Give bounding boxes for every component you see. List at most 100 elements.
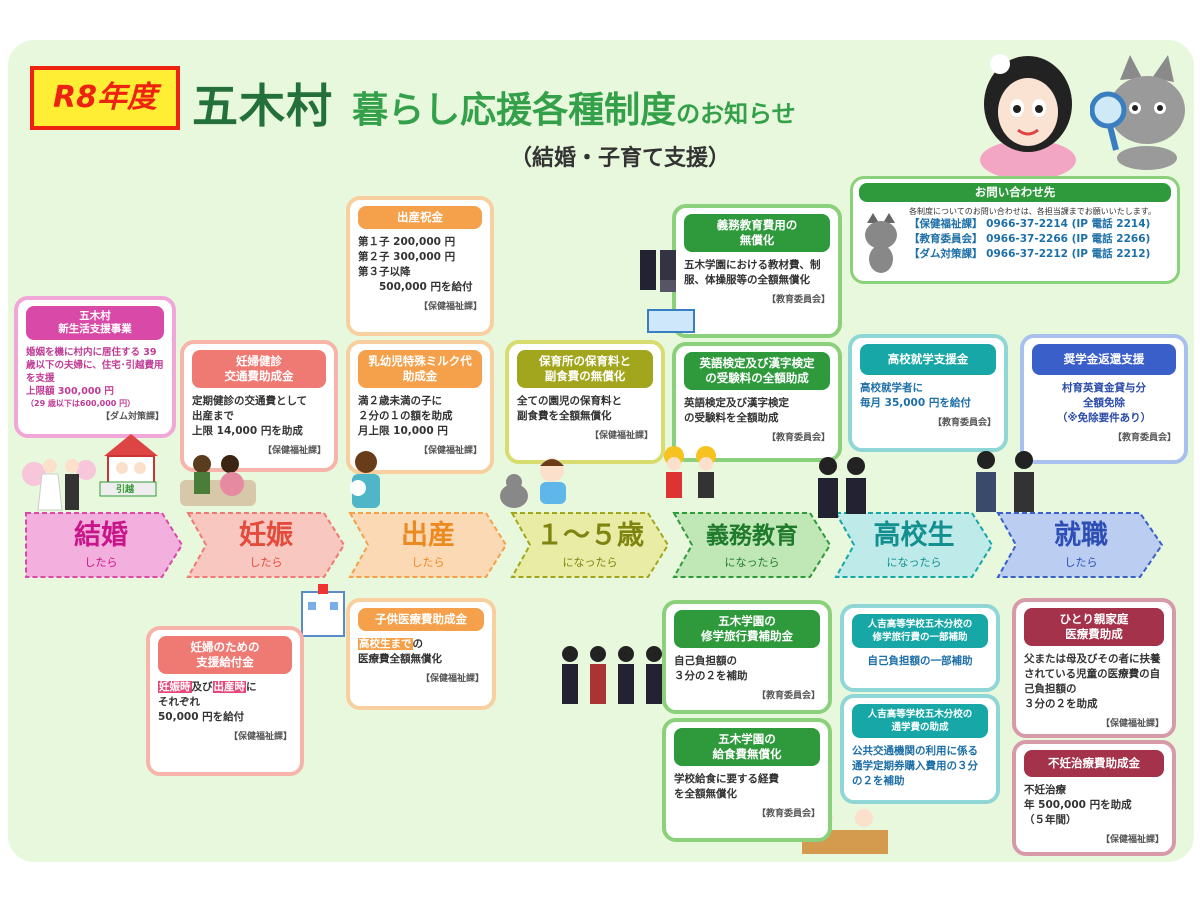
- stage-toddler-label: １～５歳: [536, 520, 644, 551]
- contact-line-1: 【保健福祉課】 0966-37-2214 (IP 電話 2214): [909, 218, 1151, 230]
- card-school-lunch-body: 学校給食に要する経費 を全額無償化: [674, 773, 779, 800]
- stage-highschool-label: 高校生: [873, 520, 955, 551]
- card-birth-gift-dept: 【保健福祉課】: [418, 302, 482, 312]
- card-english-header: 英語検定及び漢字検定 の受験料の全額助成: [684, 352, 830, 390]
- card-child-medical-header: 子供医療費助成金: [358, 608, 484, 631]
- text-tail: に それぞれ 50,000 円を給付: [158, 681, 257, 723]
- card-single-parent-body: 父または母及びその者に扶養されている児童の医療費の自己負担額の ３分の２を助成: [1024, 653, 1161, 710]
- card-pregnant-benefit-dept: 【保健福祉課】: [228, 732, 292, 742]
- year-badge: R8年度: [30, 66, 180, 130]
- card-nursery-body: 全ての園児の保育料と 副食費を全額無償化: [517, 395, 622, 422]
- card-pregnant-benefit-header: 妊婦のための 支援給付金: [158, 636, 292, 674]
- card-pregnancy-exam-header: 妊婦健診 交通費助成金: [192, 350, 326, 388]
- card-scholarship-body: 村育英資金貸与分 全額免除 （※免除要件あり）: [1056, 382, 1152, 424]
- contact-line-2: 【教育委員会】 0966-37-2266 (IP 電話 2266): [909, 233, 1151, 245]
- stage-birth-label: 出産: [401, 520, 455, 551]
- stage-employment: 就職したら: [1006, 512, 1156, 580]
- stage-highschool-sub: になったら: [886, 556, 942, 569]
- card-hs-support-body: 高校就学者に 毎月 35,000 円を給付: [860, 382, 971, 409]
- card-milk-body: 満２歳未満の子に ２分の１の額を助成 月上限 10,000 円: [358, 395, 453, 437]
- card-school-trip-header: 五木学園の 修学旅行費補助金: [674, 610, 820, 648]
- stage-pregnancy-sub: したら: [249, 556, 283, 569]
- mascot-cat-icon: [1090, 55, 1185, 170]
- card-compulsory-body: 五木学園における教材費、制服、体操服等の全額無償化: [684, 259, 821, 286]
- stage-toddler: １～５歳になったら: [520, 512, 660, 580]
- card-scholarship-header: 奨学金返還支援: [1032, 344, 1176, 375]
- stage-compulsory: 義務教育になったら: [682, 512, 822, 580]
- card-nursery-header: 保育所の保育料と 副食費の無償化: [517, 350, 653, 388]
- card-infertility-header: 不妊治療費助成金: [1024, 750, 1164, 777]
- card-hs-trip-header: 人吉高等学校五木分校の 修学旅行費の一部補助: [852, 614, 988, 648]
- page-title: 五木村 暮らし応援各種制度のお知らせ: [192, 70, 972, 133]
- stage-pregnancy: 妊娠したら: [196, 512, 336, 580]
- card-single-parent-header: ひとり親家庭 医療費助成: [1024, 608, 1164, 646]
- hospital-icon: [301, 584, 345, 637]
- card-pregnancy-exam-dept: 【保健福祉課】: [262, 446, 326, 456]
- card-hs-commute: 人吉高等学校五木分校の 通学費の助成 公共交通機関の利用に係る通学定期券購入費用…: [840, 694, 1000, 804]
- mascot-girl-icon: [980, 54, 1076, 177]
- year-badge-text: R8年度: [53, 80, 157, 115]
- stage-toddler-sub: になったら: [562, 556, 618, 569]
- stage-pregnancy-label: 妊娠: [239, 520, 293, 551]
- stage-employment-label: 就職: [1054, 520, 1108, 551]
- uniform-icon: [640, 250, 676, 292]
- page-subtitle: （結婚・子育て支援）: [509, 146, 730, 171]
- stage-marriage-label: 結婚: [74, 520, 128, 551]
- title-main: 暮らし応援各種制度: [352, 90, 677, 131]
- highlight-pregnancy: 妊娠時: [158, 681, 192, 693]
- card-school-trip-body: 自己負担額の ３分の２を補助: [674, 655, 748, 682]
- card-compulsory-dept: 【教育委員会】: [766, 295, 830, 305]
- card-school-lunch-header: 五木学園の 給食費無償化: [674, 728, 820, 766]
- card-milk-header: 乳幼児特殊ミルク代 助成金: [358, 350, 482, 388]
- stage-marriage: 結婚したら: [26, 512, 176, 580]
- moving-truck-label: 引越: [116, 485, 135, 495]
- card-hs-trip: 人吉高等学校五木分校の 修学旅行費の一部補助 自己負担額の一部補助: [840, 604, 1000, 692]
- pregnant-couple-icon: [180, 455, 256, 506]
- stage-birth-sub: したら: [411, 556, 445, 569]
- card-hs-support-dept: 【教育委員会】: [932, 418, 996, 428]
- card-english-body: 英語検定及び漢字検定 の受験料を全額助成: [684, 397, 789, 424]
- highlight-highschool: 高校生まで: [358, 638, 413, 650]
- card-compulsory: 義務教育費用の 無償化 五木学園における教材費、制服、体操服等の全額無償化 【教…: [672, 204, 842, 338]
- card-birth-gift-header: 出産祝金: [358, 206, 482, 229]
- contact-box: お問い合わせ先 各制度についてのお問い合わせは、各担当課までお願いいたします。 …: [850, 176, 1180, 284]
- stage-compulsory-sub: になったら: [724, 556, 780, 569]
- child-medical-tail: の 医療費全額無償化: [358, 638, 442, 665]
- card-birth-gift: 出産祝金 第１子 200,000 円 第２子 300,000 円 第３子以降 5…: [346, 196, 494, 336]
- card-milk: 乳幼児特殊ミルク代 助成金 満２歳未満の子に ２分の１の額を助成 月上限 10,…: [346, 340, 494, 474]
- card-pregnancy-exam-body: 定期健診の交通費として 出産まで 上限 14,000 円を助成: [192, 395, 308, 437]
- card-hs-commute-body: 公共交通機関の利用に係る通学定期券購入費用の３分の２を補助: [852, 745, 978, 787]
- cat-phone-icon: [865, 213, 897, 273]
- contact-line-3: 【ダム対策課】 0966-37-2212 (IP 電話 2212): [909, 248, 1151, 260]
- child-cat-icon: [500, 458, 566, 508]
- stage-compulsory-label: 義務教育: [706, 523, 798, 549]
- title-suffix: のお知らせ: [676, 100, 796, 128]
- card-school-trip-dept: 【教育委員会】: [756, 691, 820, 701]
- card-pregnancy-exam: 妊婦健診 交通費助成金 定期健診の交通費として 出産まで 上限 14,000 円…: [180, 340, 338, 472]
- card-marriage-note: （29 歳以下は600,000 円）: [26, 399, 136, 408]
- card-hs-trip-body: 自己負担額の一部補助: [867, 655, 973, 667]
- title-village: 五木村: [192, 79, 333, 133]
- card-marriage: 五木村 新生活支援事業 婚姻を機に村内に居住する 39 歳以下の夫婦に、住宅･引…: [14, 296, 176, 438]
- card-hs-support: 高校就学支援金 高校就学者に 毎月 35,000 円を給付 【教育委員会】: [848, 334, 1008, 452]
- card-school-lunch: 五木学園の 給食費無償化 学校給食に要する経費 を全額無償化 【教育委員会】: [662, 718, 832, 842]
- textbook-icon: [647, 309, 695, 333]
- wedding-couple-icon: [22, 459, 96, 511]
- card-infertility-dept: 【保健福祉課】: [1100, 835, 1164, 845]
- card-pregnant-benefit-body: 妊娠時及び出産時に それぞれ 50,000 円を給付: [158, 680, 292, 725]
- card-birth-gift-body: 第１子 200,000 円 第２子 300,000 円 第３子以降 500,00…: [358, 236, 473, 293]
- card-english-dept: 【教育委員会】: [766, 433, 830, 443]
- contact-header: お問い合わせ先: [859, 183, 1171, 202]
- card-scholarship-dept: 【教育委員会】: [1112, 433, 1176, 443]
- stage-marriage-sub: したら: [84, 556, 118, 569]
- mother-baby-icon: [350, 451, 380, 508]
- card-child-medical: 子供医療費助成金 高校生までの 医療費全額無償化 【保健福祉課】: [346, 598, 496, 710]
- contact-note: 各制度についてのお問い合わせは、各担当課までお願いいたします。: [909, 207, 1156, 216]
- card-child-medical-body: 高校生までの 医療費全額無償化: [358, 637, 484, 667]
- card-school-trip: 五木学園の 修学旅行費補助金 自己負担額の ３分の２を補助 【教育委員会】: [662, 600, 832, 714]
- card-hs-commute-header: 人吉高等学校五木分校の 通学費の助成: [852, 704, 988, 738]
- stage-arrows-svg: [25, 512, 1164, 578]
- card-marriage-body: 婚姻を機に村内に居住する 39 歳以下の夫婦に、住宅･引越費用を支援 上限額 3…: [26, 347, 164, 397]
- students-uniform-icon: [818, 457, 866, 518]
- card-scholarship: 奨学金返還支援 村育英資金貸与分 全額免除 （※免除要件あり） 【教育委員会】: [1020, 334, 1188, 464]
